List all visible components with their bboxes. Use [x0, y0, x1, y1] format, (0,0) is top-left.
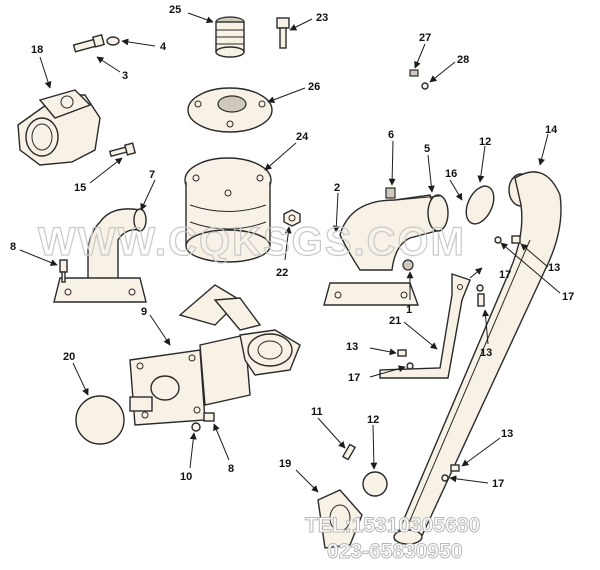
callout-8b: 8: [228, 463, 234, 475]
part-flange-19: [317, 489, 363, 549]
part-screws-27-28: [409, 69, 429, 90]
callout-10: 10: [180, 471, 192, 483]
callout-21: 21: [389, 315, 401, 327]
watermark-phone: TEL:15310305680: [305, 514, 480, 537]
callout-labels: 1 2 3 4 5 6 7 8 8 9 10 11 12 12 13 13 13…: [10, 4, 574, 490]
watermark-phone-2: 023-65830950: [327, 540, 462, 563]
part-gasket-12a: [465, 185, 495, 225]
callout-15: 15: [74, 182, 86, 194]
part-bellows-24: [184, 157, 272, 263]
callout-11: 11: [311, 406, 323, 418]
callout-17d: 17: [492, 478, 504, 490]
callout-8a: 8: [10, 241, 16, 253]
callout-27: 27: [419, 32, 431, 44]
callout-9: 9: [141, 306, 147, 318]
callout-16: 16: [445, 168, 457, 180]
callout-12b: 12: [367, 414, 379, 426]
part-bolt-8a: [59, 259, 68, 283]
part-assembly-9: [129, 284, 301, 426]
callout-7: 7: [149, 169, 155, 181]
part-bolt-top: [276, 17, 290, 49]
callout-14: 14: [545, 124, 558, 136]
callout-17c: 17: [348, 372, 360, 384]
part-elbow-housing: [17, 89, 101, 166]
part-nut-22: [283, 209, 301, 227]
part-gasket-20: [75, 395, 125, 445]
callout-20: 20: [63, 351, 75, 363]
callout-2: 2: [334, 182, 340, 194]
callout-28: 28: [457, 54, 469, 66]
callout-19: 19: [279, 458, 291, 470]
part-flange-26: [187, 87, 273, 133]
part-threaded-plug: [215, 16, 245, 58]
callout-18: 18: [31, 44, 43, 56]
leader-lines: [19, 12, 561, 493]
callout-13a: 13: [548, 262, 560, 274]
callout-23: 23: [316, 12, 328, 24]
part-elbow-2: [323, 194, 449, 306]
callout-13b: 13: [480, 347, 492, 359]
callout-17b: 17: [562, 291, 574, 303]
callout-26: 26: [308, 81, 320, 93]
callout-5: 5: [424, 143, 430, 155]
part-elbow-flange-5: [395, 195, 441, 201]
part-gasket-12b: [362, 471, 388, 497]
callout-12a: 12: [479, 136, 491, 148]
part-plug-6: [385, 187, 396, 199]
part-bolt-15: [108, 142, 137, 158]
callout-24: 24: [296, 131, 309, 143]
callout-13c: 13: [346, 341, 358, 353]
callout-1: 1: [406, 304, 412, 316]
callout-4: 4: [160, 41, 167, 53]
watermark-site: WWW.CQKSGS.COM: [38, 220, 466, 264]
callout-17a: 17: [499, 269, 511, 281]
callout-25: 25: [169, 4, 181, 16]
callout-6: 6: [388, 129, 394, 141]
part-bolt-11: [341, 443, 357, 461]
callout-3: 3: [122, 70, 128, 82]
part-screw-washer: [72, 34, 120, 53]
callout-22: 22: [276, 267, 288, 279]
callout-13d: 13: [501, 428, 513, 440]
part-bracket-21: [379, 273, 471, 379]
part-bolts-13-17: [397, 235, 521, 482]
part-washer-bolt-10-8: [191, 412, 215, 432]
part-elbow-7: [53, 208, 147, 303]
part-exhaust-pipe-14: [393, 171, 562, 545]
